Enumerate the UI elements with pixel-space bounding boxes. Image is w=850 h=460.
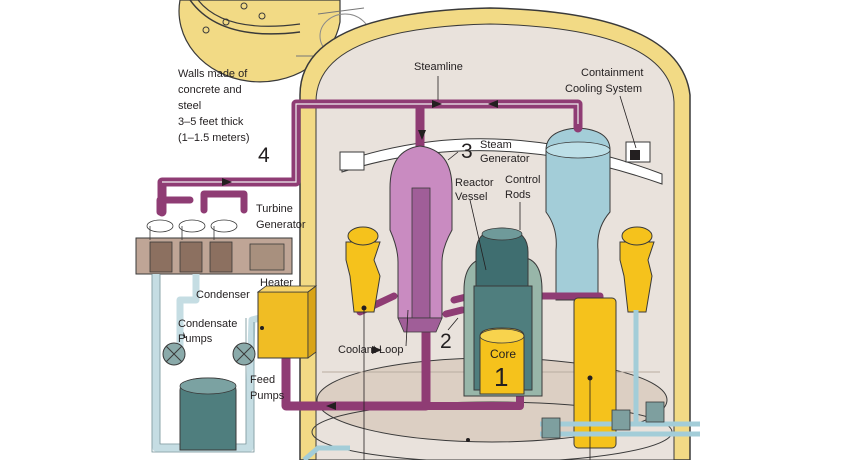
- turbine-generator-label-line1: Turbine: [256, 203, 293, 215]
- containment-cooling-label-line1: Containment: [581, 67, 643, 79]
- reactor-vessel-label-line1: Reactor: [455, 177, 494, 189]
- feed-pumps-label-line1: Feed: [250, 374, 275, 386]
- step-number-coolant: 2: [440, 330, 452, 353]
- pressurizer-column: [573, 297, 617, 460]
- label-leaders: [405, 76, 637, 347]
- heater-label: Heater: [260, 277, 293, 289]
- steam-generator: [389, 145, 453, 333]
- walls-label-line3: steel: [178, 100, 201, 112]
- reactor-core: [479, 327, 525, 395]
- steam-generator-label-line2: Generator: [480, 153, 530, 165]
- condenser-tank: [179, 377, 237, 451]
- feed-pump: [232, 342, 256, 366]
- walls-label-line1: Walls made of: [178, 68, 248, 80]
- external-pumps: [540, 310, 700, 439]
- containment-cooling-tower: [545, 127, 611, 301]
- turbine-generator: [135, 219, 293, 275]
- condenser-label: Condenser: [196, 289, 250, 301]
- condensate-pump: [162, 342, 186, 366]
- coolant-pump-right: [619, 226, 655, 313]
- steam-generator-label-line1: Steam: [480, 139, 512, 151]
- core-label: Core: [490, 347, 516, 361]
- reactor-vessel-label-line2: Vessel: [455, 191, 487, 203]
- condensate-pumps-label-line1: Condensate: [178, 318, 237, 330]
- steamline-label: Steamline: [414, 61, 463, 73]
- turbine-generator-label-line2: Generator: [256, 219, 306, 231]
- feed-pumps-label-line2: Pumps: [250, 390, 285, 402]
- step-number-steam-generator: 3: [461, 140, 473, 163]
- coolant-loop-label: Coolant Loop: [338, 344, 403, 356]
- walls-label-line5: (1–1.5 meters): [178, 132, 250, 144]
- condensate-pumps-label-line2: Pumps: [178, 333, 213, 345]
- walls-label-line4: 3–5 feet thick: [178, 116, 244, 128]
- containment-cooling-label-line2: Cooling System: [565, 83, 642, 95]
- control-rods-label-line2: Rods: [505, 189, 531, 201]
- walls-label-line2: concrete and: [178, 84, 242, 96]
- step-number-core: 1: [494, 362, 508, 392]
- control-rods-label-line1: Control: [505, 174, 540, 186]
- step-number-steamline: 4: [258, 144, 270, 167]
- condensate-piping: [152, 274, 261, 452]
- coolant-pump-left: [345, 226, 381, 460]
- labels: Walls made of concrete and steel 3–5 fee…: [178, 61, 643, 402]
- step-numbers: 1 2 3 4: [258, 140, 508, 392]
- heater: [256, 285, 318, 359]
